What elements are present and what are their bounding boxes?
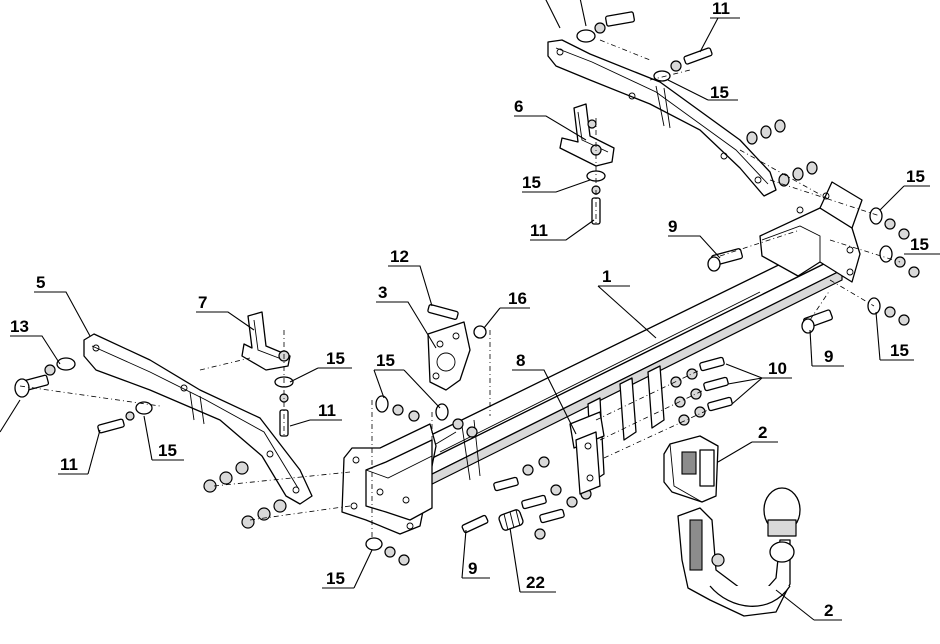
label-15-bracket7: 15 bbox=[326, 349, 345, 368]
side-arm-5 bbox=[83, 333, 313, 505]
label-5: 5 bbox=[36, 273, 45, 292]
lower-fasteners bbox=[365, 431, 601, 566]
label-10: 10 bbox=[768, 359, 787, 378]
upper-side-arm bbox=[547, 39, 777, 197]
label-15-right-mid: 15 bbox=[910, 235, 929, 254]
label-15-right-top: 15 bbox=[906, 167, 925, 186]
label-12: 12 bbox=[390, 247, 409, 266]
label-13: 13 bbox=[10, 317, 29, 336]
part-labels: 11 15 6 15 11 9 15 15 9 10 2 2 1 12 3 16… bbox=[10, 0, 929, 620]
label-1: 1 bbox=[602, 267, 611, 286]
label-11-bracket7: 11 bbox=[318, 401, 336, 420]
main-beam-1 bbox=[341, 181, 863, 535]
assembly-lines bbox=[19, 39, 901, 540]
bracket-7 bbox=[241, 311, 294, 437]
right-fasteners bbox=[707, 207, 920, 334]
tow-ball-2 bbox=[677, 487, 801, 617]
label-6: 6 bbox=[514, 97, 523, 116]
label-22: 22 bbox=[526, 573, 545, 592]
center-washers bbox=[375, 395, 478, 438]
upper-fasteners bbox=[545, 0, 818, 187]
leader-lines bbox=[0, 17, 940, 621]
bracket-6 bbox=[559, 103, 615, 225]
label-16: 16 bbox=[508, 289, 527, 308]
left-fasteners bbox=[14, 357, 287, 529]
bracket-3 bbox=[427, 304, 487, 391]
socket-mount-2 bbox=[663, 435, 719, 503]
label-15-bracket6: 15 bbox=[522, 173, 541, 192]
label-9-right: 9 bbox=[824, 347, 833, 366]
label-11-bracket6: 11 bbox=[530, 221, 548, 240]
label-11-left: 11 bbox=[60, 455, 78, 474]
label-9-bottom: 9 bbox=[468, 559, 477, 578]
label-15-top: 15 bbox=[710, 83, 729, 102]
label-11-top: 11 bbox=[712, 0, 730, 18]
bolts-10 bbox=[670, 356, 733, 426]
label-15-bracket3: 15 bbox=[376, 351, 395, 370]
label-3: 3 bbox=[378, 283, 387, 302]
label-2-socket: 2 bbox=[758, 423, 767, 442]
label-15-bottom: 15 bbox=[326, 569, 345, 588]
label-8: 8 bbox=[516, 351, 525, 370]
label-7: 7 bbox=[198, 293, 207, 312]
label-15-left: 15 bbox=[158, 441, 177, 460]
label-9-top: 9 bbox=[668, 217, 677, 236]
label-15-right-bottom: 15 bbox=[890, 341, 909, 360]
label-2-towball: 2 bbox=[824, 601, 833, 620]
